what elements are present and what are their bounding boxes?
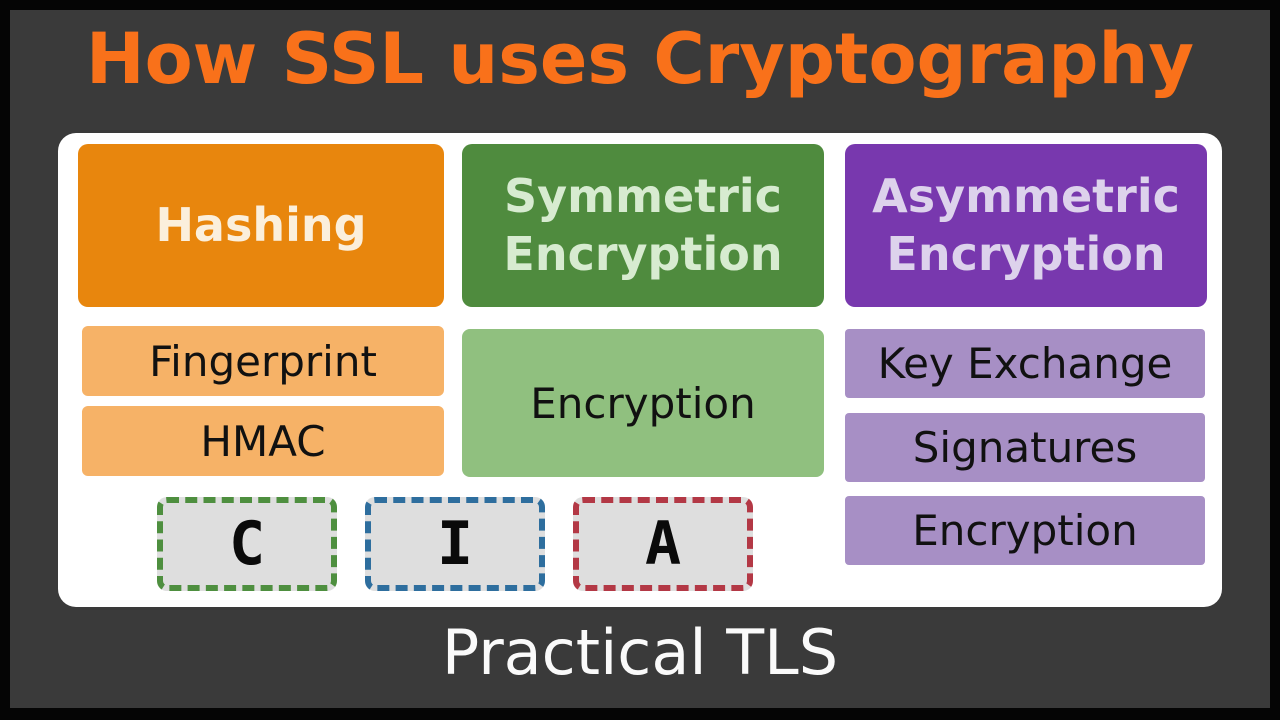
fingerprint-box: Fingerprint [82, 326, 444, 396]
key-exchange-box: Key Exchange [845, 329, 1205, 398]
cia-availability-box: A [573, 497, 753, 591]
hashing-header-box: Hashing [78, 144, 444, 307]
cia-confidentiality-box: C [157, 497, 337, 591]
series-title: Practical TLS [441, 616, 839, 689]
content-panel: Hashing Symmetric Encryption Asymmetric … [58, 133, 1222, 607]
symmetric-encryption-header-box: Symmetric Encryption [462, 144, 824, 307]
page-title: How SSL uses Cryptography [85, 18, 1194, 100]
cia-integrity-box: I [365, 497, 545, 591]
signatures-box: Signatures [845, 413, 1205, 482]
symmetric-encryption-use-box: Encryption [462, 329, 824, 477]
hmac-box: HMAC [82, 406, 444, 476]
asymmetric-encryption-header-box: Asymmetric Encryption [845, 144, 1207, 307]
asymmetric-encryption-use-box: Encryption [845, 496, 1205, 565]
